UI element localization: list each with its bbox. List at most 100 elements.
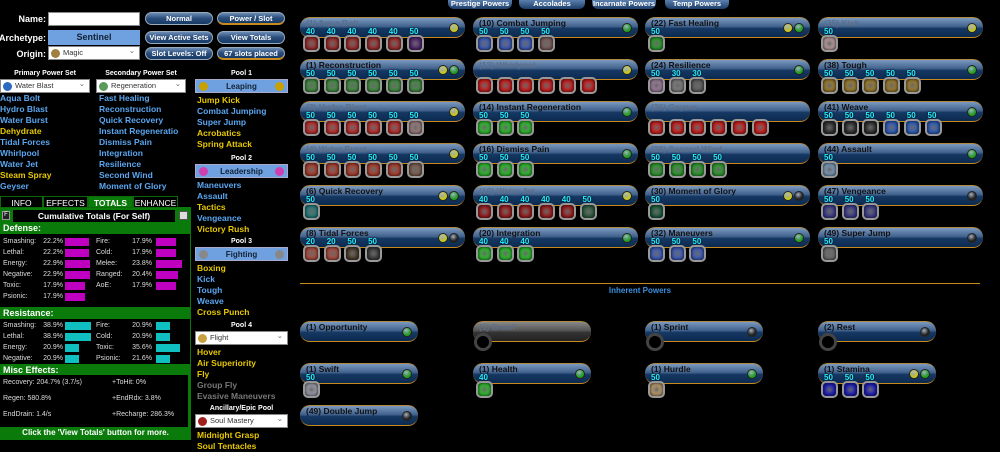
power-list-item[interactable]: Reconstruction — [99, 104, 162, 114]
proc-indicator-icon[interactable] — [449, 149, 459, 159]
power-list-item[interactable]: Steam Spray — [0, 170, 52, 180]
proc-indicator-icon[interactable] — [783, 23, 793, 33]
power-entry[interactable]: (8) Tidal Forces — [300, 227, 465, 248]
enhancement-slot-icon[interactable] — [648, 161, 665, 178]
power-list-item[interactable]: Tactics — [197, 202, 226, 212]
enhancement-slot-icon[interactable] — [579, 203, 597, 220]
view-active-sets-button[interactable]: View Active Sets — [145, 31, 213, 44]
power-entry[interactable]: (14) Instant Regeneration — [473, 101, 638, 122]
enhancement-slot-icon[interactable] — [883, 119, 901, 136]
enhancement-slot-icon[interactable] — [689, 245, 707, 262]
proc-indicator-icon[interactable] — [783, 191, 793, 201]
power-list-item[interactable]: Kick — [197, 274, 215, 284]
toggle-on-indicator-icon[interactable] — [622, 233, 632, 243]
toggle-on-indicator-icon[interactable] — [967, 149, 977, 159]
enhancement-slot-icon[interactable] — [496, 161, 514, 178]
primary-set-dropdown[interactable]: Water Blast — [0, 78, 90, 93]
enhancement-slot-icon[interactable] — [344, 35, 362, 52]
pool-dropdown[interactable]: Soul Mastery — [195, 413, 288, 428]
enhancement-slot-icon[interactable] — [821, 161, 838, 178]
slot-levels-button[interactable]: Slot Levels: Off — [145, 47, 213, 60]
enhancement-slot-icon[interactable] — [517, 35, 535, 52]
enhancement-slot-icon[interactable] — [821, 35, 838, 52]
proc-indicator-icon[interactable] — [449, 23, 459, 33]
enhancement-slot-icon[interactable] — [751, 119, 769, 136]
toggle-on-indicator-icon[interactable] — [402, 369, 412, 379]
toggle-on-indicator-icon[interactable] — [794, 233, 804, 243]
toggle-on-indicator-icon[interactable] — [967, 107, 977, 117]
toggle-off-indicator-icon[interactable] — [920, 327, 930, 337]
enhancement-slot-icon[interactable] — [365, 245, 383, 262]
enhancement-slot-icon[interactable] — [365, 119, 383, 136]
enhancement-slot-icon[interactable] — [648, 203, 665, 220]
power-entry[interactable]: (2) Hydro Blast — [300, 101, 465, 122]
enhancement-slot-icon[interactable] — [648, 77, 665, 94]
power-entry[interactable]: (22) Fast Healing — [645, 17, 810, 38]
power-list-item[interactable]: Tidal Forces — [0, 137, 50, 147]
power-list-item[interactable]: Air Superiority — [197, 358, 257, 368]
enhancement-slot-icon[interactable] — [538, 203, 556, 220]
toggle-on-indicator-icon[interactable] — [794, 65, 804, 75]
power-entry[interactable]: (49) Super Jump — [818, 227, 983, 248]
name-input[interactable] — [48, 12, 140, 26]
enhancement-slot-icon[interactable] — [496, 245, 514, 262]
enhancement-slot-icon[interactable] — [303, 203, 320, 220]
power-list-item[interactable]: Victory Rush — [197, 224, 250, 234]
enhancement-slot-icon[interactable] — [303, 381, 320, 398]
enhancement-slot-icon[interactable] — [689, 119, 707, 136]
enhancement-slot-icon[interactable] — [903, 77, 921, 94]
enhancement-slot-icon[interactable] — [648, 119, 665, 136]
enhancement-slot-icon[interactable] — [689, 77, 707, 94]
enhancement-slot-icon[interactable] — [406, 161, 424, 178]
power-list-item[interactable]: Water Jet — [0, 159, 38, 169]
enhancement-slot-icon[interactable] — [841, 119, 859, 136]
enhancement-slot-icon[interactable] — [710, 161, 728, 178]
toggle-off-indicator-icon[interactable] — [747, 327, 757, 337]
power-list-item[interactable]: Jump Kick — [197, 95, 240, 105]
enhancement-slot-icon[interactable] — [303, 245, 320, 262]
toggle-on-indicator-icon[interactable] — [622, 107, 632, 117]
enhancement-slot-icon[interactable] — [579, 77, 597, 94]
enhancement-slot-icon[interactable] — [303, 77, 320, 94]
enhancement-slot-icon[interactable] — [841, 77, 859, 94]
power-list-item[interactable]: Spring Attack — [197, 139, 252, 149]
power-list-item[interactable]: Hydro Blast — [0, 104, 48, 114]
enhancement-slot-icon[interactable] — [476, 203, 493, 220]
enhancement-slot-icon[interactable] — [303, 119, 320, 136]
enhancement-slot-icon[interactable] — [365, 77, 383, 94]
enhancement-slot-icon[interactable] — [344, 77, 362, 94]
power-entry[interactable]: (1) Reconstruction — [300, 59, 465, 80]
toggle-on-indicator-icon[interactable] — [622, 23, 632, 33]
power-list-item[interactable]: Weave — [197, 296, 224, 306]
enhancement-slot-icon[interactable] — [648, 245, 665, 262]
enhancement-slot-icon[interactable] — [365, 35, 383, 52]
enhancement-slot-icon[interactable] — [517, 245, 535, 262]
power-list-item[interactable]: Soul Tentacles — [197, 441, 257, 451]
toggle-on-indicator-icon[interactable] — [575, 369, 585, 379]
toggle-on-indicator-icon[interactable] — [794, 23, 804, 33]
pin-icon[interactable]: F — [2, 211, 10, 220]
power-entry[interactable]: (26) Geyser — [645, 101, 810, 122]
enhancement-slot-icon[interactable] — [668, 245, 686, 262]
power-list-item[interactable]: Combat Jumping — [197, 106, 267, 116]
prestige-powers-button[interactable]: Prestige Powers — [448, 0, 512, 9]
archetype-selector[interactable]: Sentinel — [48, 30, 140, 45]
enhancement-slot-icon[interactable] — [821, 381, 838, 398]
enhancement-slot-icon[interactable] — [476, 245, 493, 262]
power-entry[interactable]: (44) Assault — [818, 143, 983, 164]
power-entry[interactable]: (1) Aqua Bolt — [300, 17, 465, 38]
enhancement-slot-icon[interactable] — [517, 77, 535, 94]
enhancement-slot-icon[interactable] — [538, 35, 556, 52]
enhancement-slot-icon[interactable] — [323, 161, 341, 178]
power-entry[interactable]: (12) Whirlpool — [473, 59, 638, 80]
enhancement-slot-icon[interactable] — [862, 77, 880, 94]
enhancement-slot-icon[interactable] — [476, 161, 493, 178]
power-entry[interactable]: (28) Second Wind — [645, 143, 810, 164]
power-list-item[interactable]: Instant Regeneratio — [99, 126, 179, 136]
enhancement-slot-icon[interactable] — [323, 77, 341, 94]
power-list-item[interactable]: Evasive Maneuvers — [197, 391, 276, 401]
enhancement-slot-icon[interactable] — [323, 35, 341, 52]
power-entry[interactable]: (10) Combat Jumping — [473, 17, 638, 38]
power-slot-button[interactable]: Power / Slot — [217, 12, 285, 25]
power-list-item[interactable]: Dismiss Pain — [99, 137, 152, 147]
